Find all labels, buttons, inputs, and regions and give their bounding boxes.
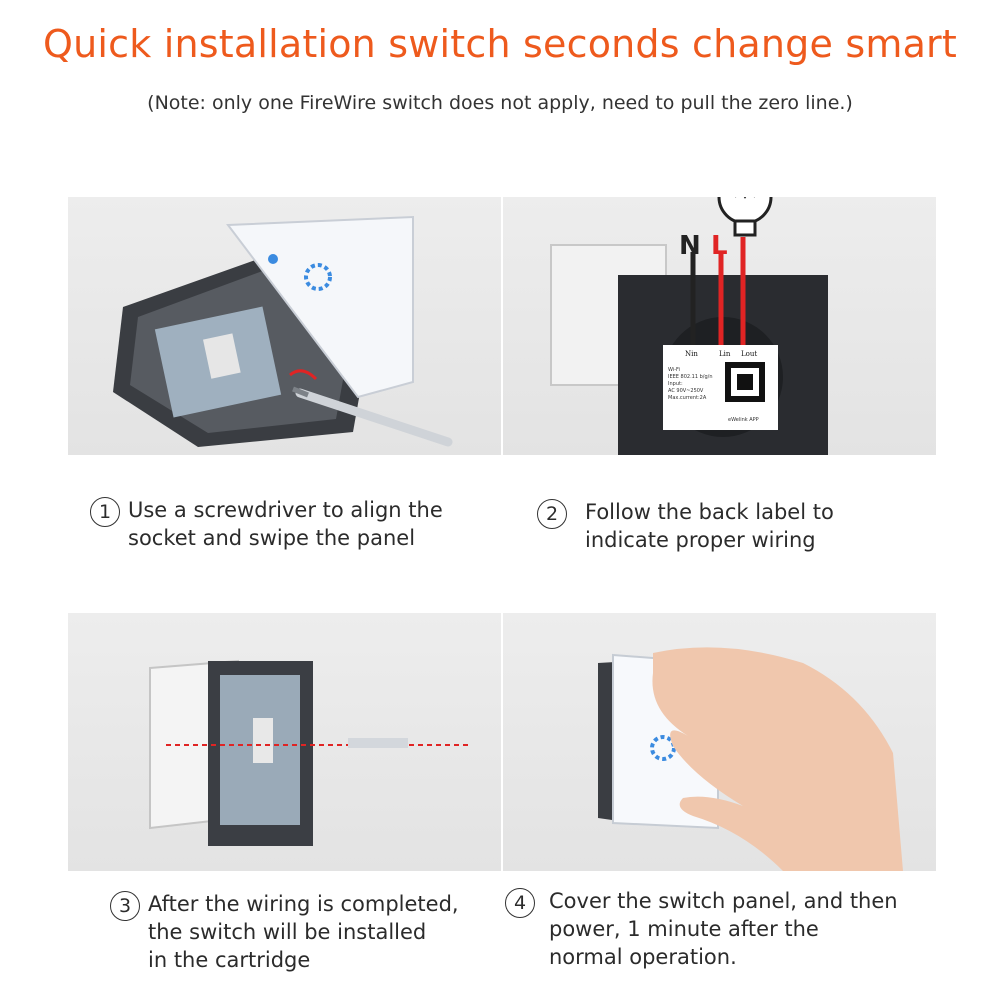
step-2-caption: 2 Follow the back label to indicate prop…: [537, 498, 834, 554]
spec-line: Wi-Fi: [668, 367, 680, 373]
step-text: After the wiring is completed, the switc…: [148, 892, 459, 972]
step-1-photo: [68, 197, 501, 455]
step-text: Cover the switch panel, and then power, …: [549, 889, 898, 969]
screw: [348, 738, 408, 748]
step-4-caption: 4 Cover the switch panel, and then power…: [505, 887, 898, 971]
installation-note: (Note: only one FireWire switch does not…: [147, 92, 853, 114]
pry-arrow-icon: [289, 369, 318, 381]
step-number-badge: 2: [537, 499, 567, 529]
step-4-photo: [503, 613, 936, 871]
step-3-caption: 3 After the wiring is completed, the swi…: [110, 890, 459, 974]
step-3-photo: [68, 613, 501, 871]
terminal-lout: Lout: [741, 350, 758, 358]
wire-label-l: L: [711, 231, 728, 261]
spec-line: AC 90V~250V: [668, 388, 704, 394]
step-text: Use a screwdriver to align the socket an…: [128, 498, 443, 550]
step-text: Follow the back label to indicate proper…: [585, 500, 834, 552]
touch-ring-icon: [650, 735, 676, 761]
step-number-badge: 4: [505, 888, 535, 918]
step-number-badge: 1: [90, 497, 120, 527]
terminal-nin: Nin: [685, 350, 698, 358]
hand: [652, 647, 903, 871]
spec-line: Max.current:2A: [668, 395, 707, 401]
spec-line: IEEE 802.11 b/g/n: [668, 374, 713, 380]
step-number-badge: 3: [110, 891, 140, 921]
spec-line: Input:: [668, 381, 683, 387]
light-bulb-icon: [717, 197, 773, 237]
page-title: Quick installation switch seconds change…: [43, 22, 957, 66]
spec-list: Wi-Fi IEEE 802.11 b/g/n Input: AC 90V~25…: [668, 367, 726, 402]
terminal-lin: Lin: [719, 350, 731, 358]
app-label: eWelink APP: [728, 417, 759, 423]
touch-ring-icon: [304, 263, 332, 291]
wire-label-n: N: [679, 231, 701, 261]
step-1-caption: 1 Use a screwdriver to align the socket …: [90, 496, 443, 552]
wifi-indicator: [268, 254, 278, 264]
step-2-photo: N L Nin Lin Lout Wi-Fi IEEE 802.11 b/g/n…: [503, 197, 936, 455]
